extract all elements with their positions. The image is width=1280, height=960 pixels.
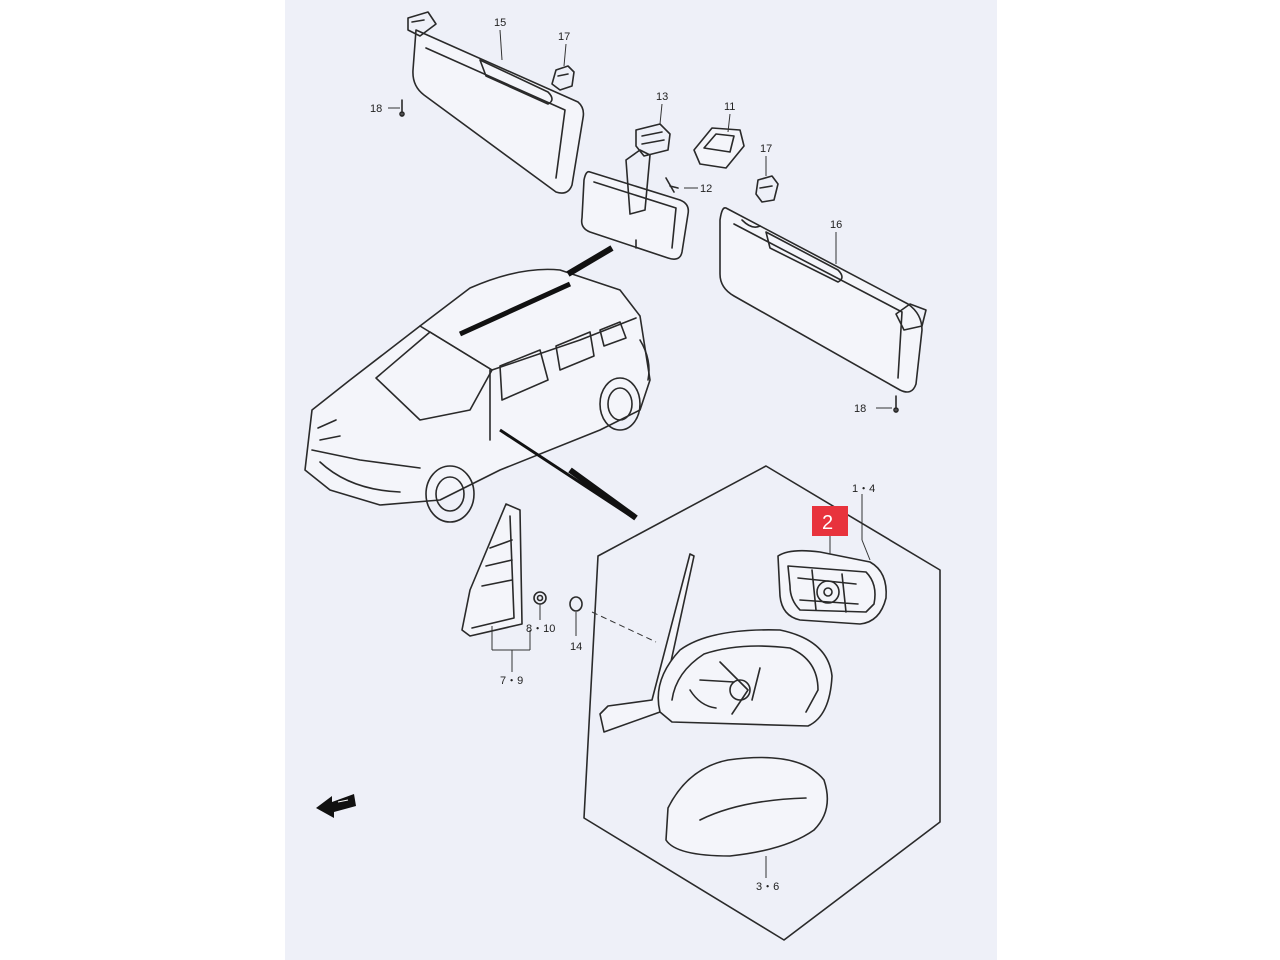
- leader-lines: [388, 29, 892, 878]
- screw-12: [665, 177, 679, 193]
- mirror-glass[interactable]: [777, 549, 887, 625]
- callout-8-10: 8・10: [526, 623, 555, 635]
- callout-15: 15: [494, 17, 506, 29]
- visor-clip-17b[interactable]: [755, 175, 779, 203]
- door-trim-panel[interactable]: [461, 503, 523, 637]
- callout-14: 14: [570, 641, 582, 653]
- car-illustration: [304, 268, 651, 523]
- highlight-badge-label: 2: [822, 512, 833, 534]
- outside-mirror-assembly[interactable]: [599, 553, 833, 733]
- callout-18-upper: 18: [370, 103, 382, 115]
- sun-visor-left[interactable]: [407, 11, 585, 194]
- screw-18a: [399, 99, 405, 117]
- leader-dashed: [591, 611, 657, 643]
- callout-18-lower: 18: [854, 403, 866, 415]
- callout-11: 11: [724, 101, 735, 113]
- callout-1-4: 1・4: [852, 483, 875, 495]
- grommet-14: [569, 596, 583, 612]
- visor-clip-17a[interactable]: [551, 65, 575, 91]
- callout-12: 12: [700, 183, 712, 195]
- highlight-badge[interactable]: 2: [812, 506, 848, 536]
- rear-view-mirror[interactable]: [580, 123, 690, 260]
- callout-17-upper: 17: [558, 31, 570, 43]
- sun-visor-right[interactable]: [719, 206, 927, 393]
- location-indicator-lines: [458, 245, 638, 521]
- clip-8-10: [533, 591, 547, 605]
- callout-13: 13: [656, 91, 668, 103]
- callout-17-lower: 17: [760, 143, 772, 155]
- front-direction-arrow-icon: [316, 794, 356, 818]
- mount-cover-11[interactable]: [693, 127, 745, 169]
- mirror-cover[interactable]: [665, 756, 829, 857]
- callout-3-6: 3・6: [756, 881, 779, 893]
- outside-mirror-group: [583, 465, 941, 941]
- screw-18b: [893, 395, 899, 413]
- callout-7-9: 7・9: [500, 675, 523, 687]
- callout-16: 16: [830, 219, 842, 231]
